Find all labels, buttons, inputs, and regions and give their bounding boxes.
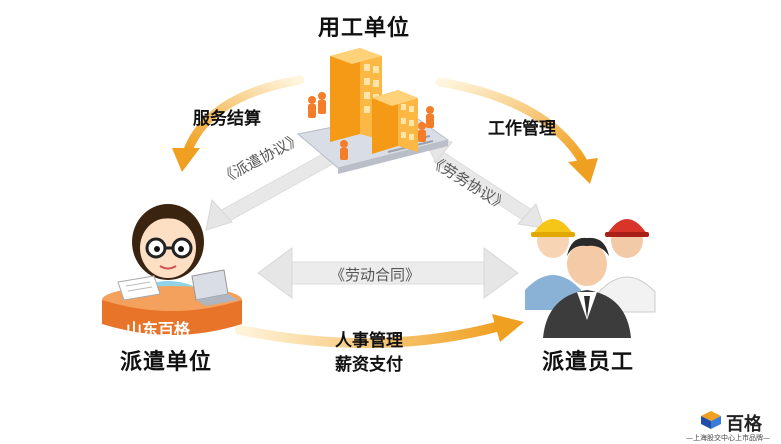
work-management-label: 工作管理	[488, 119, 556, 139]
logo-name: 百格	[726, 414, 762, 435]
dispatch-unit-label: 派遣单位	[120, 350, 213, 375]
service-settlement-label: 服务结算	[193, 109, 261, 129]
arrow-hr-salary	[235, 321, 505, 349]
cube-logo-icon	[701, 411, 721, 429]
employees-label: 派遣员工	[542, 350, 635, 375]
arrow-service-settlement-head	[172, 148, 200, 172]
logo-tagline: —上海股交中心上市品牌—	[686, 434, 770, 442]
arrow-work-management	[435, 77, 587, 165]
arrow-service-settlement	[183, 75, 305, 155]
labor-contract-label: 《劳动合同》	[330, 266, 421, 284]
employer-building-icon	[296, 48, 450, 174]
dispatch-unit-illustration	[102, 204, 242, 335]
arrow-labor-contract	[257, 247, 519, 299]
arrow-hr-salary-head	[492, 314, 524, 342]
hr-management-label: 人事管理	[335, 331, 403, 351]
arrow-work-management-head	[568, 158, 598, 184]
employees-illustration	[525, 219, 656, 338]
brand-badge-text: 山东百格	[126, 320, 191, 339]
employer-label: 用工单位	[318, 16, 411, 41]
salary-payment-label: 薪资支付	[335, 355, 403, 375]
